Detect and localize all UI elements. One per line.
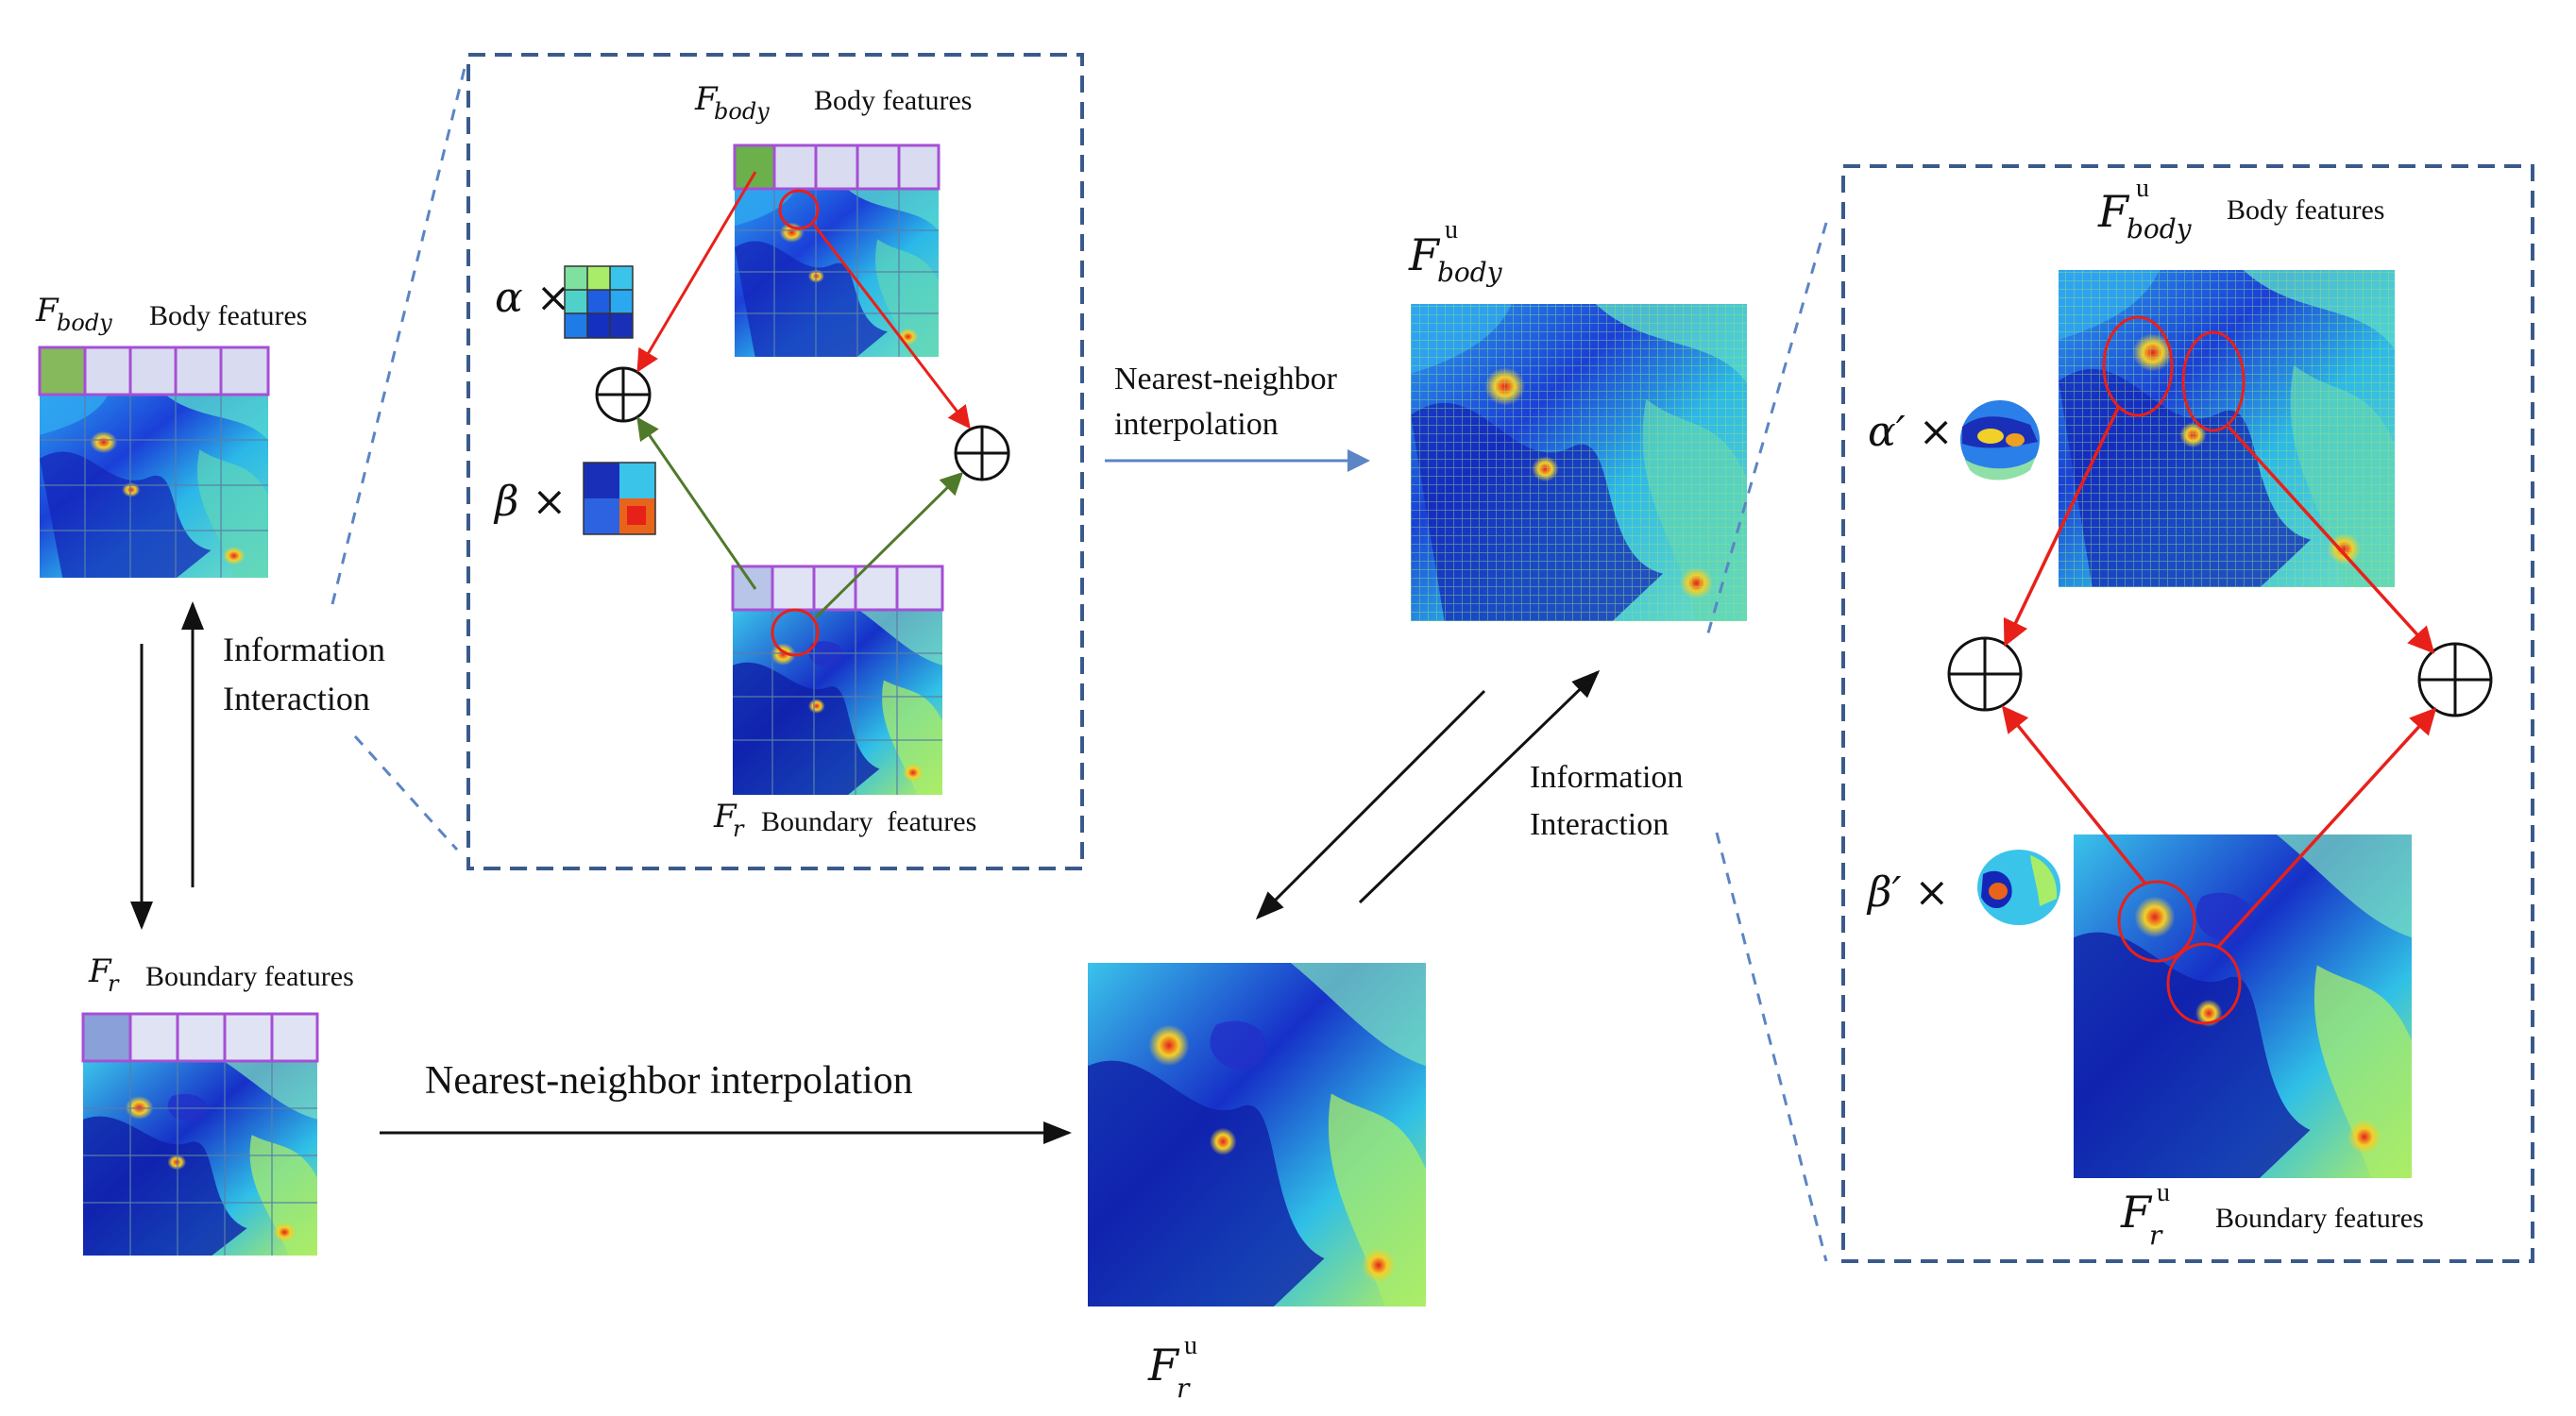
inset2-red-arrow-boundary-right bbox=[2215, 707, 2437, 950]
inset1-body-highlight-circle bbox=[778, 189, 820, 230]
inset1-boundary-symbol: F bbox=[713, 798, 737, 835]
inset1-boundary-subscript: r bbox=[733, 816, 745, 842]
center-boundary-symbol: F bbox=[1147, 1340, 1180, 1391]
inset1-green-arrow-left bbox=[636, 416, 757, 590]
center-body-feature-map bbox=[1411, 304, 1747, 621]
left-boundary-label: Boundary features bbox=[145, 961, 354, 992]
zoom-line-top bbox=[330, 59, 468, 605]
top-interp-line1: Nearest-neighbor bbox=[1114, 362, 1338, 396]
inset1-sum-left-icon bbox=[595, 366, 652, 423]
left-body-subscript: body bbox=[57, 310, 112, 336]
inset1-body-label: Body features bbox=[814, 85, 972, 116]
inset2-body-symbol: F bbox=[2097, 186, 2130, 237]
inset2-alpha-label: α′ × bbox=[1868, 408, 1954, 456]
inset2-boundary-superscript: u bbox=[2157, 1178, 2170, 1207]
inset1-boundary-map bbox=[731, 565, 944, 795]
left-boundary-feature-map bbox=[81, 1012, 319, 1256]
center-boundary-superscript: u bbox=[1184, 1331, 1197, 1360]
zoom2-line-bottom bbox=[1715, 832, 1828, 1262]
inset1-red-arrow-right bbox=[812, 224, 971, 430]
inset1-beta-patch bbox=[583, 462, 656, 535]
top-interp-line2: interpolation bbox=[1114, 407, 1279, 442]
inset1-green-arrow-right bbox=[814, 471, 964, 619]
inset2-alpha-patch bbox=[1960, 400, 2040, 480]
inset2-sum-right-icon bbox=[2417, 642, 2493, 717]
inset2-boundary-label: Boundary features bbox=[2215, 1203, 2424, 1234]
center-boundary-subscript: r bbox=[1177, 1373, 1191, 1404]
left-interaction-line1: Information bbox=[223, 631, 385, 668]
inset1-sum-right-icon bbox=[954, 425, 1010, 481]
left-boundary-subscript: r bbox=[108, 970, 120, 997]
center-up-arrow bbox=[1358, 669, 1601, 904]
inset2-boundary-circle-right bbox=[2166, 942, 2242, 1025]
left-interaction-line2: Interaction bbox=[223, 680, 370, 717]
right-interaction-line2: Interaction bbox=[1530, 807, 1669, 842]
left-boundary-symbol: F bbox=[88, 952, 112, 990]
left-body-label: Body features bbox=[149, 300, 307, 331]
inset2-boundary-map bbox=[2074, 834, 2412, 1178]
zoom2-line-top bbox=[1705, 222, 1828, 637]
inset2-body-superscript: u bbox=[2136, 174, 2149, 203]
inset2-boundary-subscript: r bbox=[2149, 1220, 2163, 1251]
center-down-arrow bbox=[1255, 689, 1486, 920]
inset1-red-arrow-left bbox=[636, 171, 757, 373]
inset2-boundary-circle-left bbox=[2117, 880, 2196, 963]
inset2-body-map bbox=[2059, 270, 2395, 587]
inset2-red-arrow-body-right bbox=[2227, 425, 2435, 654]
inset2-sum-left-icon bbox=[1947, 636, 2023, 712]
left-body-feature-map bbox=[38, 346, 270, 578]
inset1-body-map bbox=[733, 143, 941, 357]
inset1-boundary-highlight-circle bbox=[771, 608, 820, 657]
inset2-body-subscript: body bbox=[2127, 213, 2193, 244]
right-interaction-line1: Information bbox=[1530, 760, 1683, 795]
inset2-body-circle-left bbox=[2102, 315, 2174, 417]
inset1-alpha-label: α × bbox=[495, 274, 571, 322]
inset1-body-subscript: body bbox=[714, 98, 770, 125]
left-body-symbol: F bbox=[35, 292, 59, 329]
inset1-alpha-patch bbox=[564, 265, 634, 339]
inset2-body-label: Body features bbox=[2227, 194, 2384, 226]
inset2-red-arrow-boundary-left bbox=[2001, 705, 2147, 885]
inset2-red-arrow-body-left bbox=[2003, 405, 2121, 648]
inset2-boundary-symbol: F bbox=[2120, 1187, 2153, 1238]
inset1-dashed-box bbox=[466, 53, 1084, 870]
inset2-dashed-box bbox=[1841, 164, 2534, 1263]
center-boundary-feature-map bbox=[1088, 963, 1426, 1306]
center-body-superscript: u bbox=[1445, 215, 1458, 244]
inset1-beta-label: β × bbox=[493, 478, 567, 526]
inset2-beta-patch bbox=[1977, 850, 2060, 925]
inset1-body-symbol: F bbox=[694, 80, 719, 118]
zoom-line-bottom bbox=[353, 734, 459, 851]
inset1-boundary-label: Boundary features bbox=[761, 806, 976, 837]
bottom-interp-label: Nearest-neighbor interpolation bbox=[425, 1059, 913, 1103]
center-body-subscript: body bbox=[1437, 257, 1503, 288]
inset2-beta-label: β′ × bbox=[1866, 868, 1949, 917]
center-body-symbol: F bbox=[1408, 229, 1441, 280]
inset2-body-circle-right bbox=[2181, 330, 2246, 432]
